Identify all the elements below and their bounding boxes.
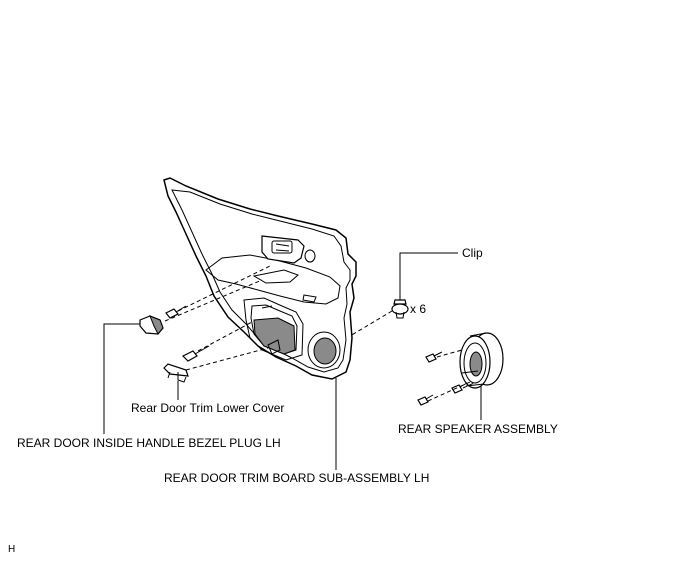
- bezel-plug-label: REAR DOOR INSIDE HANDLE BEZEL PLUG LH: [17, 436, 281, 450]
- bezel-plug-icon: [139, 315, 164, 335]
- trim-board-label: REAR DOOR TRIM BOARD SUB-ASSEMBLY LH: [164, 471, 430, 485]
- speaker-icon: [417, 332, 504, 406]
- lower-cover-icon: [163, 363, 189, 383]
- screw-icon: [165, 305, 210, 362]
- corner-mark-label: H: [8, 544, 16, 555]
- leader-lines: [103, 252, 482, 470]
- clip-label: Clip: [462, 246, 483, 260]
- speaker-label: REAR SPEAKER ASSEMBLY: [398, 422, 558, 436]
- rear-door-trim-board: [163, 177, 357, 380]
- lower-cover-label: Rear Door Trim Lower Cover: [131, 401, 285, 415]
- clip-icon: [391, 296, 409, 319]
- clip-quantity-label: x 6: [410, 302, 427, 316]
- assembly-lines: [164, 265, 475, 402]
